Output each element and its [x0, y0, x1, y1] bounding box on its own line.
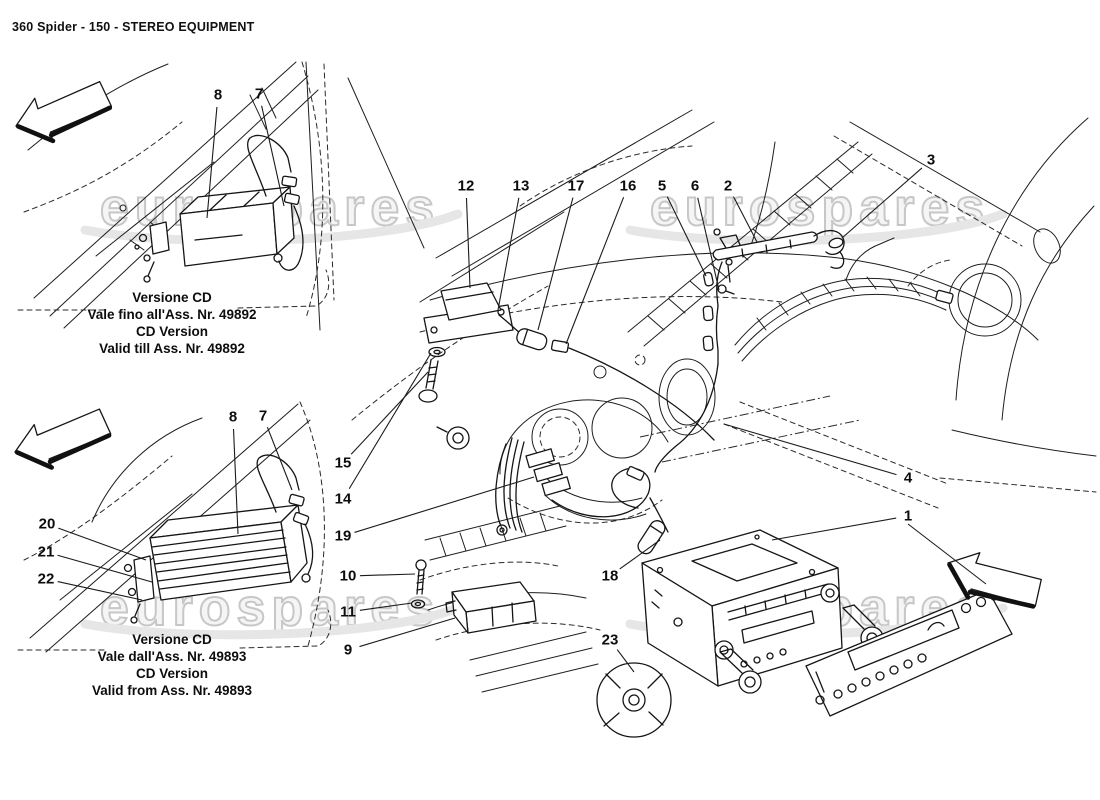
leader-line-11	[359, 602, 413, 611]
callout-8: 8	[228, 408, 238, 426]
leader-line-22	[57, 581, 143, 601]
caption-line: Versione CD	[132, 290, 212, 305]
leader-line-4	[723, 423, 897, 476]
callout-13: 13	[512, 177, 530, 195]
leader-line-9	[359, 617, 456, 648]
leader-line-18	[619, 539, 661, 570]
leader-line-19	[354, 476, 535, 533]
leader-line-16	[565, 196, 625, 345]
leader-line-3	[841, 167, 923, 239]
caption-cd-version-old: Versione CD Vale fino all'Ass. Nr. 49892…	[22, 289, 322, 357]
callout-7: 7	[254, 85, 264, 103]
leader-line-6	[697, 197, 720, 291]
direction-arrow-bottom-right	[947, 552, 1042, 609]
callout-17: 17	[567, 177, 585, 195]
direction-arrow-top-left	[15, 80, 113, 144]
callout-3: 3	[926, 151, 936, 169]
caption-cd-version-new: Versione CD Vale dall'Ass. Nr. 49893 CD …	[22, 631, 322, 699]
callout-5: 5	[657, 177, 667, 195]
caption-line: Valid from Ass. Nr. 49893	[91, 683, 253, 698]
page-title: 360 Spider - 150 - STEREO EQUIPMENT	[12, 20, 255, 34]
callout-11: 11	[340, 603, 356, 621]
caption-line: Vale fino all'Ass. Nr. 49892	[87, 307, 257, 322]
leader-line-2	[733, 196, 758, 243]
callout-8: 8	[213, 86, 223, 104]
leader-line-8	[232, 428, 239, 535]
caption-line: CD Version	[135, 666, 209, 681]
callout-6: 6	[690, 177, 700, 195]
callout-16: 16	[619, 177, 637, 195]
leader-line-10	[359, 573, 416, 577]
callout-2: 2	[723, 177, 733, 195]
leader-line-5	[666, 196, 707, 277]
leader-line-15	[350, 371, 429, 455]
inset-cd-version-new	[17, 401, 332, 653]
callout-19: 19	[334, 527, 352, 545]
callout-21: 21	[37, 543, 55, 561]
leader-line-7	[261, 105, 285, 207]
leader-line-13	[497, 197, 520, 311]
callout-23: 23	[601, 631, 619, 649]
inset-cd-version-old	[17, 61, 330, 329]
callout-20: 20	[38, 515, 56, 533]
leader-line-8	[206, 106, 218, 219]
leader-line-20	[58, 527, 147, 561]
caption-line: Versione CD	[132, 632, 212, 647]
callout-12: 12	[457, 177, 475, 195]
leader-line-21	[57, 554, 153, 583]
leader-line-7	[266, 426, 293, 491]
caption-line: Valid till Ass. Nr. 49892	[99, 341, 245, 356]
callout-9: 9	[343, 641, 353, 659]
callout-1: 1	[903, 507, 913, 525]
callout-14: 14	[334, 490, 352, 508]
callout-18: 18	[601, 567, 619, 585]
caption-line: Vale dall'Ass. Nr. 49893	[97, 649, 247, 664]
callout-4: 4	[903, 469, 913, 487]
direction-arrow-mid-left	[14, 408, 112, 470]
leader-line-12	[465, 197, 471, 289]
leader-line-23	[616, 649, 635, 673]
leader-line-17	[537, 197, 574, 331]
callout-15: 15	[334, 454, 352, 472]
callout-7: 7	[258, 407, 268, 425]
caption-line: CD Version	[135, 324, 209, 339]
callout-22: 22	[37, 570, 55, 588]
main-dashboard-art	[305, 61, 1097, 738]
leader-line-1	[907, 523, 987, 585]
leader-line-1	[771, 517, 897, 541]
leader-line-14	[348, 352, 432, 490]
callout-10: 10	[339, 567, 357, 585]
